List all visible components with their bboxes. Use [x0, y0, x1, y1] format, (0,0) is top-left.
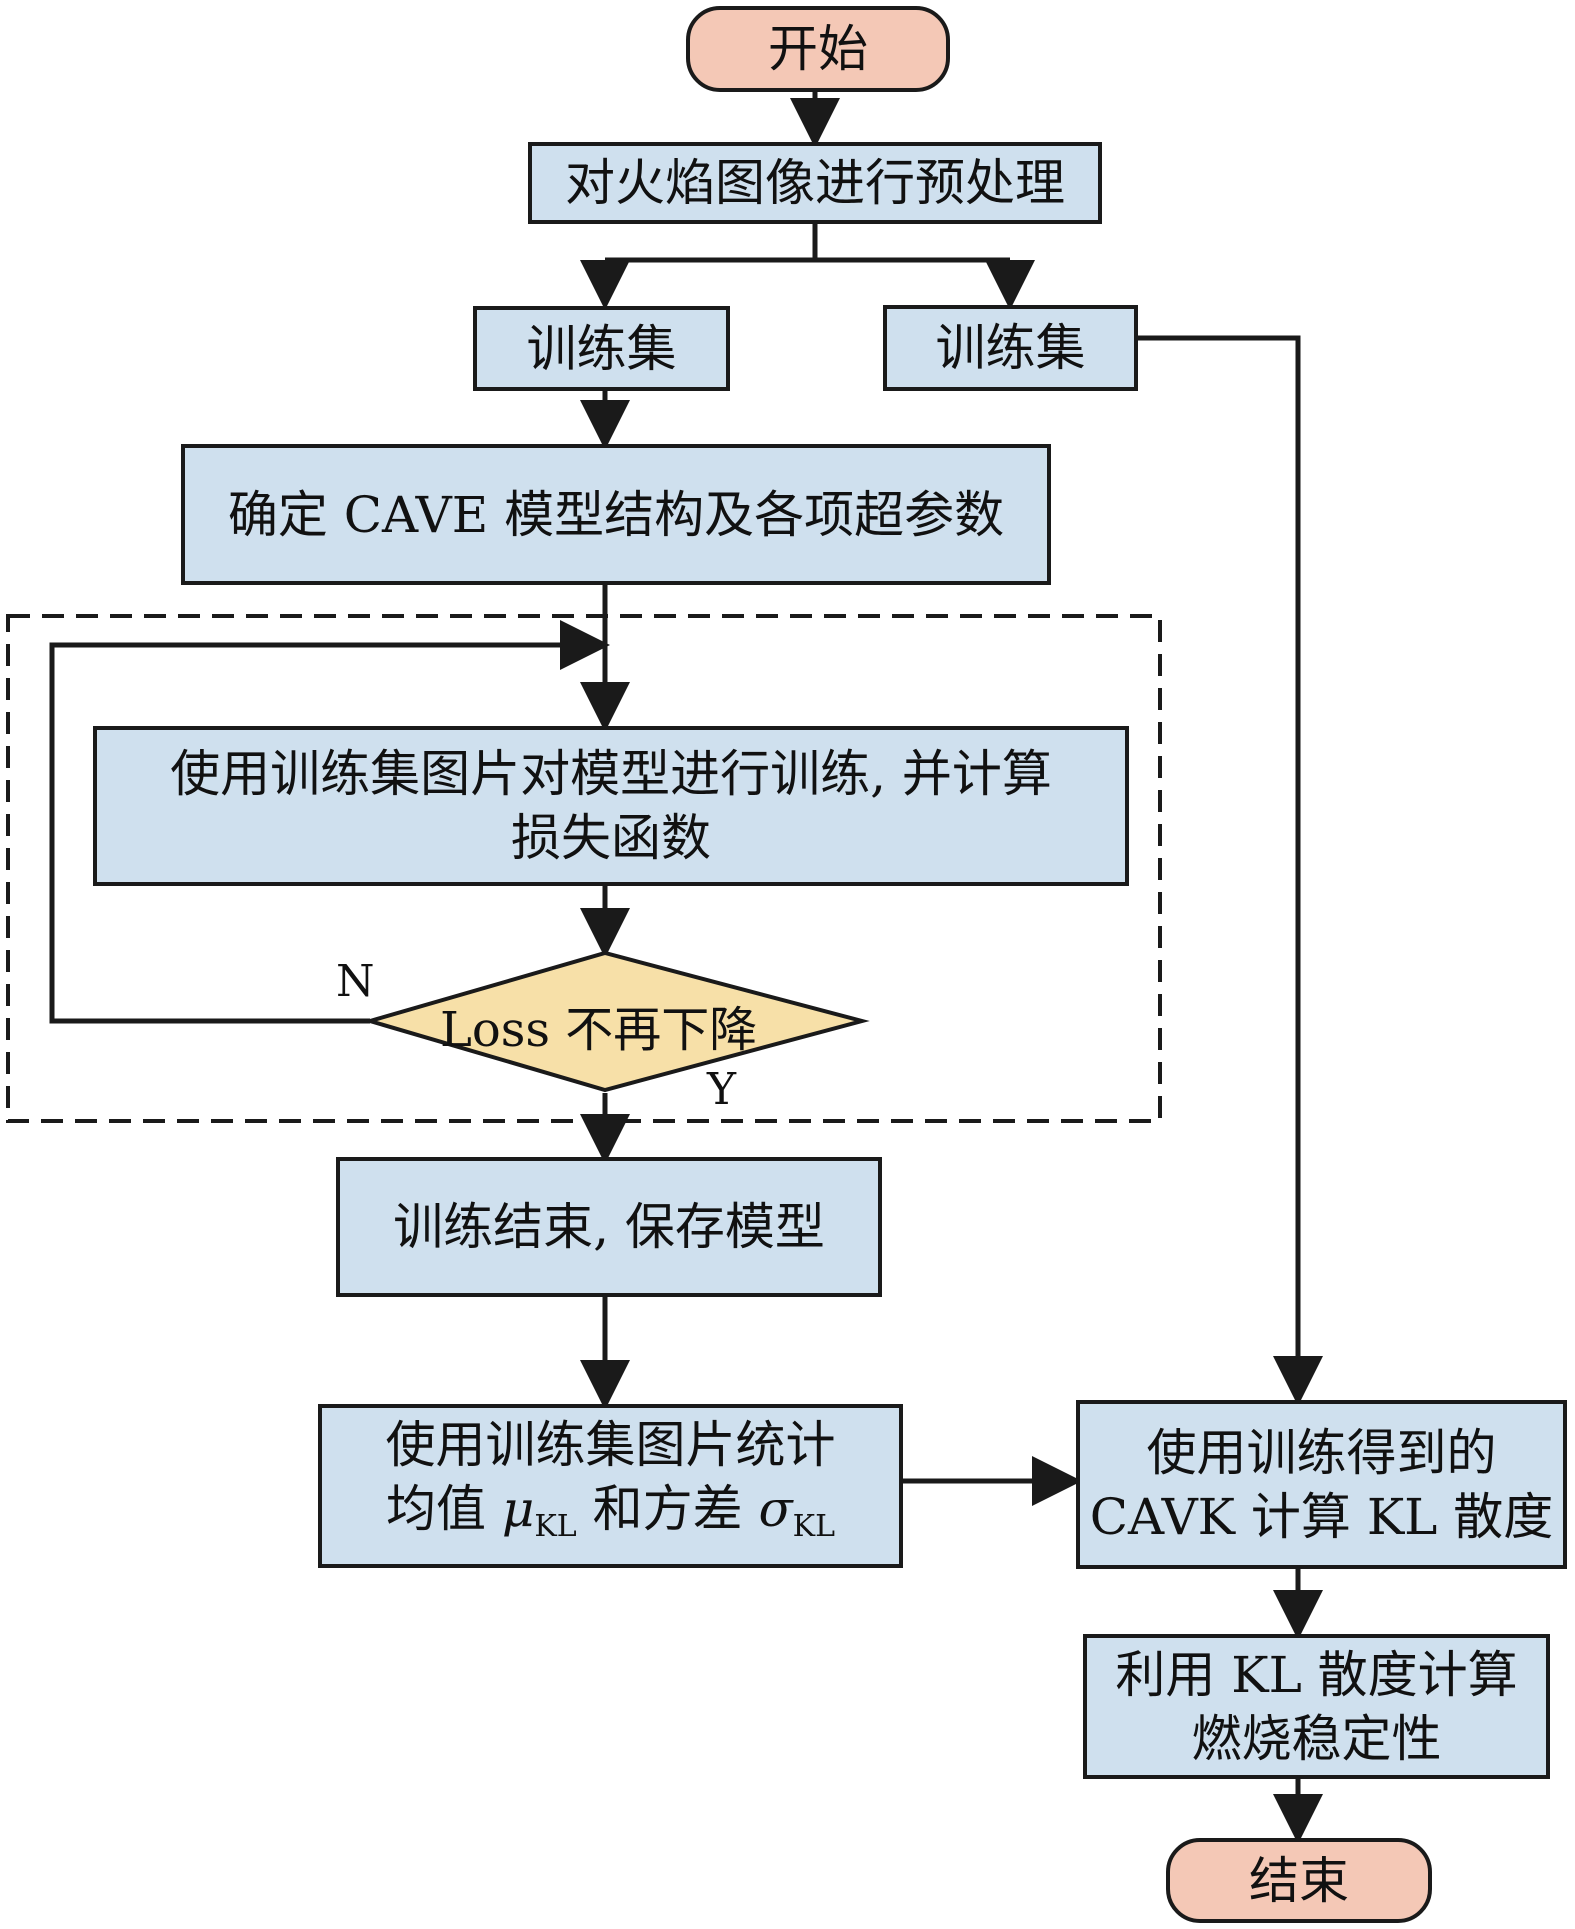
- end-node: 结束: [1166, 1838, 1432, 1923]
- stability-label-line1: 利用 KL 散度计算: [1115, 1645, 1518, 1704]
- start-label: 开始: [768, 20, 868, 78]
- kl-divergence-label-line1: 使用训练得到的: [1146, 1423, 1497, 1482]
- decision-label: Loss 不再下降: [440, 1002, 758, 1058]
- train-model-node: 使用训练集图片对模型进行训练, 并计算 损失函数: [93, 726, 1129, 886]
- statistics-mean-word: 均值: [385, 1480, 502, 1538]
- statistics-variance-word: 和方差: [576, 1480, 759, 1538]
- determine-model-label: 确定 CAVE 模型结构及各项超参数: [227, 485, 1005, 544]
- decision-diamond: [362, 950, 870, 1093]
- preprocess-node: 对火焰图像进行预处理: [528, 142, 1102, 224]
- train-set-left-label: 训练集: [526, 319, 677, 378]
- edge-label-no: N: [336, 956, 375, 1007]
- mu-symbol: μ: [501, 1480, 535, 1538]
- train-model-label-line1: 使用训练集图片对模型进行训练, 并计算: [170, 745, 1052, 803]
- train-set-left-node: 训练集: [473, 306, 730, 391]
- kl-divergence-label-line2: CAVK 计算 KL 散度: [1089, 1487, 1554, 1546]
- statistics-label-line1: 使用训练集图片统计: [385, 1416, 836, 1474]
- statistics-node: 使用训练集图片统计 均值 μKL 和方差 σKL: [318, 1404, 903, 1568]
- mu-subscript: KL: [534, 1509, 577, 1544]
- save-model-node: 训练结束, 保存模型: [336, 1157, 882, 1297]
- train-set-right-label: 训练集: [935, 319, 1086, 377]
- kl-divergence-node: 使用训练得到的 CAVK 计算 KL 散度: [1076, 1400, 1567, 1569]
- sigma-subscript: KL: [792, 1509, 836, 1544]
- determine-model-node: 确定 CAVE 模型结构及各项超参数: [181, 444, 1051, 585]
- end-label: 结束: [1249, 1851, 1349, 1910]
- sigma-symbol: σ: [758, 1480, 793, 1538]
- statistics-label-line2: 均值 μKL 和方差 σKL: [386, 1477, 836, 1559]
- training-loop-region: [6, 614, 1162, 1123]
- save-model-label: 训练结束, 保存模型: [393, 1198, 825, 1256]
- train-set-right-node: 训练集: [883, 305, 1138, 391]
- start-node: 开始: [686, 6, 950, 92]
- edge-label-yes: Y: [707, 1064, 737, 1115]
- preprocess-label: 对火焰图像进行预处理: [565, 154, 1065, 212]
- stability-node: 利用 KL 散度计算 燃烧稳定性: [1083, 1634, 1550, 1779]
- edge-testset-kl: [1138, 335, 1323, 1406]
- edge-loop-back: [49, 620, 610, 1024]
- stability-label-line2: 燃烧稳定性: [1191, 1709, 1442, 1768]
- train-model-label-line2: 损失函数: [510, 809, 711, 867]
